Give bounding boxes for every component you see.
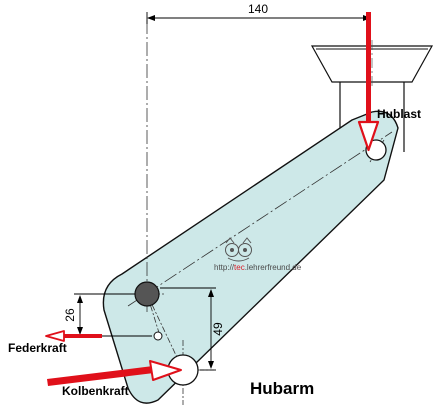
owl-mascot-icon [225,237,252,262]
dimension-26-label: 26 [63,308,77,322]
pivot-to-spring-centerline [146,293,161,337]
lever-arm-body [102,110,399,404]
lift-load-label: Hublast [377,107,421,121]
mounting-bracket [310,40,434,152]
spring-force-arrowhead [45,330,65,342]
dimension-140: 140 [146,2,371,24]
part-title: Hubarm [250,379,314,398]
arm-axis-centerline [127,131,393,307]
piston-force-label: Kolbenkraft [62,384,129,398]
watermark-url-accent: tec [234,263,245,272]
dimension-49-label: 49 [211,322,225,336]
watermark-logo: http://tec.lehrerfreund.de [214,237,302,272]
pivot-to-piston-centerline [146,293,184,371]
dimension-49: 49 [160,287,225,371]
pivot-bolt [134,281,160,307]
watermark-url-prefix: http:// [214,263,235,272]
spring-hole [153,331,163,341]
watermark-url-suffix: .lehrerfreund.de [245,263,302,272]
piston-force-shaft [47,366,154,386]
lift-load-force-shaft [366,12,371,124]
piston-force: Kolbenkraft [47,360,182,398]
lift-load-force-arrowhead [357,120,380,152]
bracket-cup [310,45,434,83]
lift-load-force: Hublast [357,12,421,152]
dimension-140-label: 140 [248,2,268,16]
spring-force-label: Federkraft [8,341,67,355]
spring-force-shaft [64,334,102,338]
spring-force: Federkraft [8,330,102,355]
watermark-url: http://tec.lehrerfreund.de [214,263,302,272]
piston-force-arrowhead [149,360,182,381]
